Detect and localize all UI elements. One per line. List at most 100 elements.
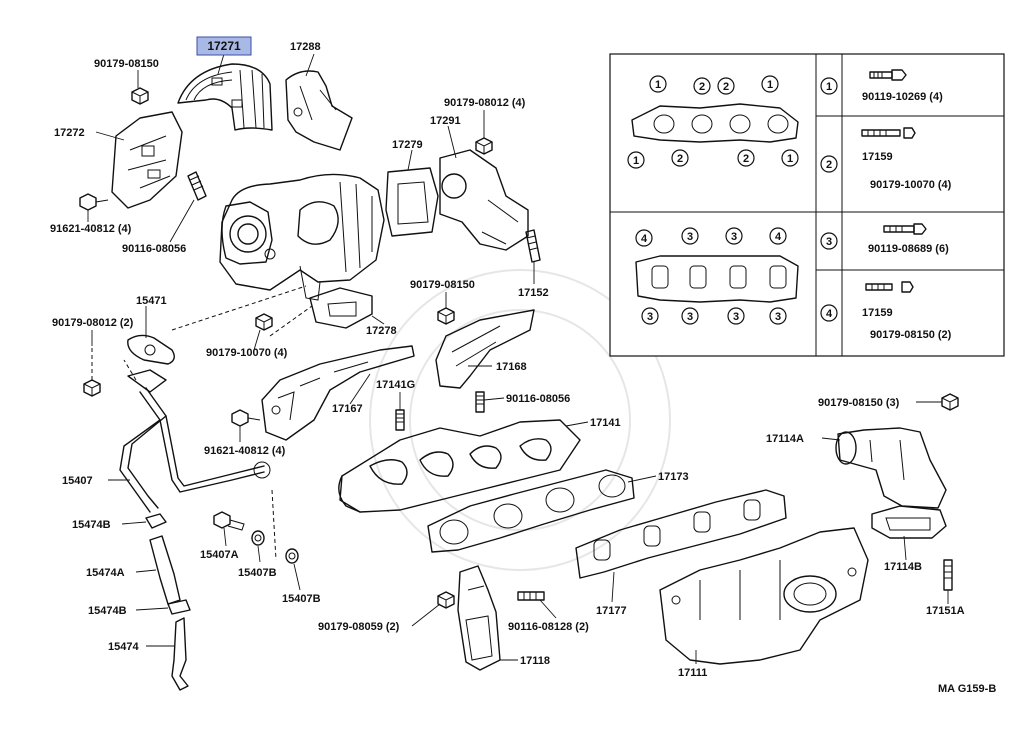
nut-90179-08150-top-drawing <box>131 87 149 105</box>
svg-text:2: 2 <box>699 81 705 93</box>
svg-text:2: 2 <box>723 81 729 93</box>
legend-row-2-part-a[interactable]: 17159 <box>862 151 893 163</box>
svg-text:3: 3 <box>687 231 693 243</box>
bracket-17118-drawing <box>457 565 501 671</box>
part-label-17279[interactable]: 17279 <box>392 139 423 151</box>
nut-90179-10070-drawing <box>255 313 273 331</box>
part-label-17272[interactable]: 17272 <box>54 127 85 139</box>
part-label-17288[interactable]: 17288 <box>290 41 321 53</box>
part-label-15407B-b[interactable]: 15407B <box>282 593 321 605</box>
part-label-90179-08059[interactable]: 90179-08059 (2) <box>318 621 400 633</box>
part-label-90116-08056-mid[interactable]: 90116-08056 <box>506 393 570 405</box>
part-label-17118[interactable]: 17118 <box>520 655 550 667</box>
leader-lines <box>87 53 949 664</box>
svg-text:1: 1 <box>633 155 639 167</box>
svg-text:4: 4 <box>775 231 782 243</box>
intake-manifold-17111-drawing <box>659 527 869 665</box>
part-label-91621-40812-mid[interactable]: 91621-40812 (4) <box>204 445 286 457</box>
pipe-15474-drawing <box>171 617 189 691</box>
part-label-15474B-upper[interactable]: 15474B <box>72 519 111 531</box>
nut-90179-08150-right-drawing <box>941 393 959 411</box>
hose-15474A-drawing <box>149 535 181 605</box>
part-label-90179-08012[interactable]: 90179-08012 (4) <box>444 97 526 109</box>
diagram-reference-code: MA G159-B <box>938 683 996 695</box>
part-label-17278[interactable]: 17278 <box>366 325 397 337</box>
clamp-15474B-lower-drawing <box>167 599 191 615</box>
part-label-15474A[interactable]: 15474A <box>86 567 125 579</box>
gasket-17177-drawing <box>575 489 787 579</box>
legend-row-1-part[interactable]: 90119-10269 (4) <box>862 91 943 103</box>
svg-text:3: 3 <box>733 311 739 323</box>
legend-row-4-part-a[interactable]: 17159 <box>862 307 893 319</box>
part-label-15407A[interactable]: 15407A <box>200 549 239 561</box>
legend-row-3-part[interactable]: 90119-08689 (6) <box>868 243 949 255</box>
part-label-90179-10070[interactable]: 90179-10070 (4) <box>206 347 288 359</box>
legend-row-4-part-b[interactable]: 90179-08150 (2) <box>870 329 952 341</box>
part-label-17151A[interactable]: 17151A <box>926 605 965 617</box>
clamp-15474B-upper-drawing <box>145 513 167 529</box>
part-label-17173[interactable]: 17173 <box>658 471 689 483</box>
part-label-17167[interactable]: 17167 <box>332 403 363 415</box>
part-label-17111[interactable]: 17111 <box>678 667 707 679</box>
oil-pipe-15407-drawing <box>119 369 271 513</box>
part-label-15407[interactable]: 15407 <box>62 475 93 487</box>
gasket-17278-drawing <box>309 287 373 329</box>
part-label-17291[interactable]: 17291 <box>430 115 461 127</box>
part-label-17114A[interactable]: 17114A <box>766 433 804 445</box>
heat-insulator-17168-drawing <box>435 309 535 389</box>
washer-15407B-b-drawing <box>285 548 299 564</box>
svg-text:2: 2 <box>677 153 683 165</box>
gasket-17173-drawing <box>427 469 635 553</box>
legend-row-4: 4 17159 90179-08150 (2) <box>820 281 952 341</box>
washer-15407B-a-drawing <box>251 530 265 546</box>
legend-row-1: 1 90119-10269 (4) <box>820 69 943 103</box>
bracket-17288-drawing <box>285 70 353 151</box>
svg-text:1: 1 <box>767 79 773 91</box>
nut-90179-08012-top-drawing <box>475 137 493 155</box>
part-label-15407B-a[interactable]: 15407B <box>238 567 277 579</box>
part-label-15474B-lower[interactable]: 15474B <box>88 605 127 617</box>
bolt-91621-40812-left-drawing <box>79 193 109 211</box>
legend-row-2: 2 17159 90179-10070 (4) <box>820 127 952 191</box>
part-label-90116-08056[interactable]: 90116-08056 <box>122 243 186 255</box>
part-label-91621-40812[interactable]: 91621-40812 (4) <box>50 223 132 235</box>
part-label-90179-08150-3[interactable]: 90179-08150 (3) <box>818 397 900 409</box>
svg-text:2: 2 <box>826 159 832 171</box>
part-17271-highlighted[interactable]: 17271 <box>196 36 252 56</box>
union-bolt-15407A-drawing <box>213 511 245 531</box>
stud-90116-08128-drawing <box>517 591 545 601</box>
svg-text:2: 2 <box>743 153 749 165</box>
part-label-90116-08128[interactable]: 90116-08128 (2) <box>508 621 589 633</box>
turbo-outlet-elbow-17291-drawing <box>439 149 529 251</box>
part-label-90179-08150-mid[interactable]: 90179-08150 <box>410 279 475 291</box>
turbocharger-drawing <box>219 173 385 301</box>
heat-insulator-17167-drawing <box>261 345 415 441</box>
svg-text:4: 4 <box>826 308 833 320</box>
part-label-17177[interactable]: 17177 <box>596 605 627 617</box>
part-labels: 17271 17288 90179-08150 17272 91621-4081… <box>50 36 965 679</box>
part-label-17152[interactable]: 17152 <box>518 287 549 299</box>
svg-text:3: 3 <box>826 236 832 248</box>
svg-text:4: 4 <box>641 233 648 245</box>
part-label-15471[interactable]: 15471 <box>136 295 167 307</box>
nut-90179-08059-drawing <box>437 591 455 609</box>
legend-gasket-top: 1 2 2 1 1 2 2 1 <box>627 75 799 169</box>
svg-text:1: 1 <box>655 79 661 91</box>
bolt-91621-40812-mid-drawing <box>231 409 261 427</box>
legend-gasket-bottom: 4 3 3 4 3 3 3 3 <box>635 227 799 325</box>
assembly-dashed-lines <box>91 285 313 561</box>
part-label-17114B[interactable]: 17114B <box>884 561 922 573</box>
part-label-17168[interactable]: 17168 <box>496 361 527 373</box>
gasket-17114B-drawing <box>871 505 947 539</box>
part-label-90179-08012-2[interactable]: 90179-08012 (2) <box>52 317 134 329</box>
part-label-17141[interactable]: 17141 <box>590 417 621 429</box>
intake-elbow-17114A-drawing <box>835 427 947 509</box>
legend-table: 1 2 2 1 1 2 2 1 4 3 <box>609 53 1005 357</box>
stud-17151A-drawing <box>943 559 953 591</box>
part-label-15474[interactable]: 15474 <box>108 641 139 653</box>
svg-text:3: 3 <box>647 311 653 323</box>
part-label-90179-08150[interactable]: 90179-08150 <box>94 58 159 70</box>
legend-row-2-part-b[interactable]: 90179-10070 (4) <box>870 179 952 191</box>
svg-text:3: 3 <box>775 311 781 323</box>
part-label-17141G[interactable]: 17141G <box>376 379 415 391</box>
